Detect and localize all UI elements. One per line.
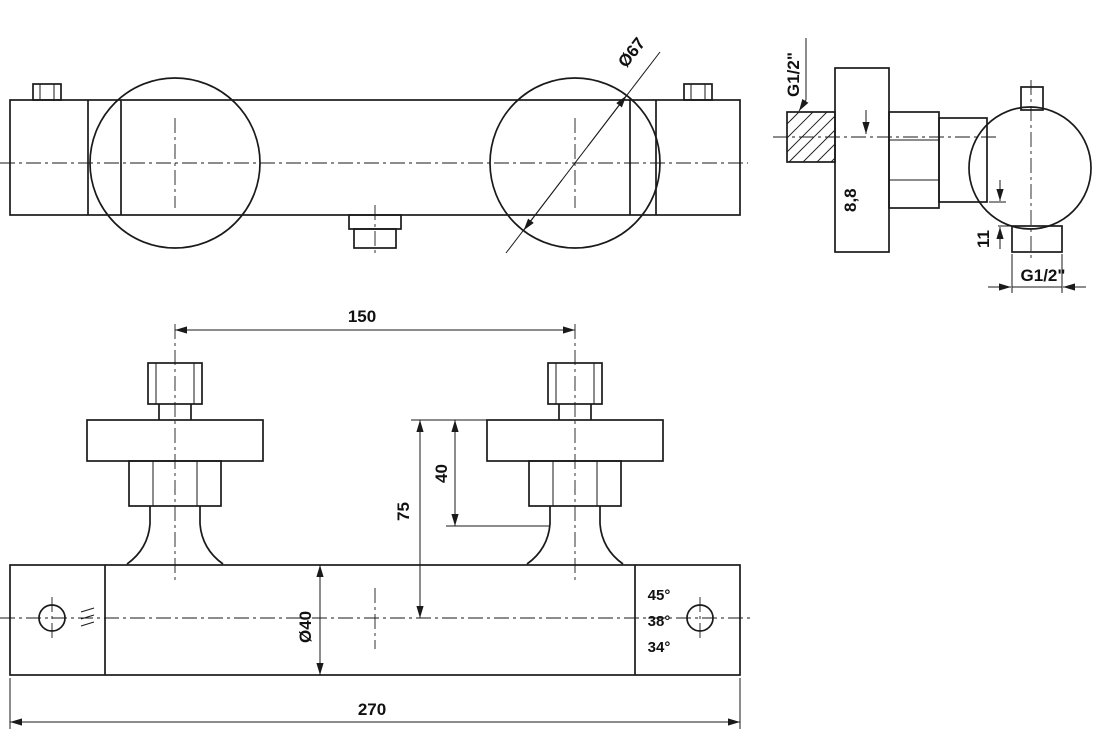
front-view — [0, 77, 748, 256]
side-view-dimensions: G1/2" 8,8 11 G1/2" — [784, 38, 1086, 293]
angle-label-45: 45° — [648, 587, 671, 604]
top-fitting-side — [1020, 86, 1044, 111]
side-view — [773, 67, 1092, 262]
axis-height-label: 75 — [394, 502, 413, 521]
center-distance-label: 150 — [348, 307, 376, 326]
bottom-thread-label: G1/2" — [1021, 266, 1066, 285]
handle-circle-side — [968, 106, 1092, 230]
fitting-assembly-left — [86, 324, 264, 582]
body-dia-label: Ø40 — [296, 611, 315, 643]
top-thread-label: G1/2" — [784, 52, 803, 97]
body-adapter — [938, 117, 988, 203]
outlet-side — [1011, 225, 1063, 253]
overall-width-label: 270 — [358, 700, 386, 719]
angle-label-38: 38° — [648, 613, 671, 630]
offset-label: 11 — [974, 230, 993, 248]
top-fitting-left — [32, 83, 62, 101]
wall-flange — [834, 67, 890, 253]
plan-view — [0, 324, 750, 676]
body-bar-plan — [9, 564, 741, 676]
depth-label: 8,8 — [841, 188, 860, 212]
plan-view-dimensions: 150 40 75 Ø40 270 45° 38° 34° — [9, 307, 741, 729]
top-fitting-right — [683, 83, 713, 101]
hex-nut-side — [888, 111, 940, 209]
angle-label-34: 34° — [648, 639, 671, 656]
dia67-label: Ø67 — [614, 34, 649, 71]
nut-height-label: 40 — [432, 464, 451, 483]
fitting-assembly-right — [486, 324, 664, 582]
knurl-marks — [80, 607, 95, 627]
